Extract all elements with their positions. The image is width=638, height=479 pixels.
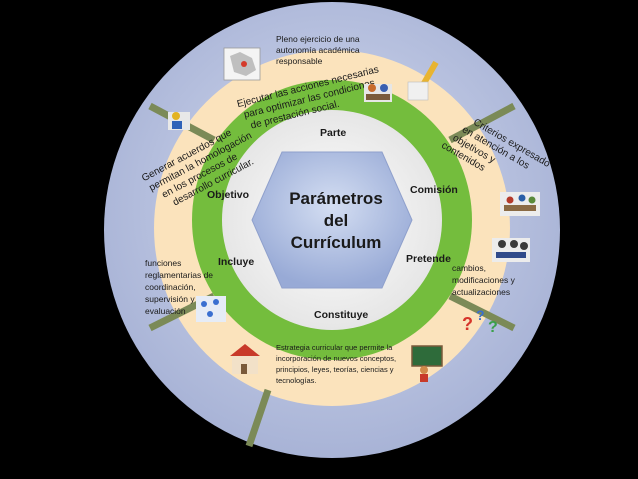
note-left-line-3: coordinación, xyxy=(145,282,196,292)
note-left-line-4: supervisión y xyxy=(145,294,195,304)
center-title-line-3: Currículum xyxy=(291,233,382,252)
center-title-line-1: Parámetros xyxy=(289,189,383,208)
ring-label-top: Parte xyxy=(320,127,346,139)
note-left-line-1: funciones xyxy=(145,258,181,268)
note-right-line-3: actualizaciones xyxy=(452,287,510,297)
center-hexagon xyxy=(251,151,413,289)
ring-label-lower-right: Pretende xyxy=(406,253,451,265)
meeting-people-icon xyxy=(364,84,392,102)
note-right-line-1: cambios, xyxy=(452,263,486,273)
note-bottom-line-4: tecnologías. xyxy=(276,376,316,385)
divider-lower-right xyxy=(448,292,516,332)
note-right-line-2: modificaciones y xyxy=(452,275,516,285)
ring-label-lower-left: Incluye xyxy=(218,256,254,268)
divider-bottom-left xyxy=(245,388,272,448)
note-left-line-5: evaluación xyxy=(145,306,186,316)
question-marks-icon: ? ? ? xyxy=(462,307,498,336)
network-people-icon xyxy=(196,296,226,322)
note-top-line-2: autonomía académica xyxy=(276,45,360,55)
note-left-line-2: reglamentarias de xyxy=(145,270,213,280)
svg-text:?: ? xyxy=(476,307,485,323)
ring-label-upper-left: Objetivo xyxy=(207,189,249,201)
group-table-icon xyxy=(492,238,530,262)
note-top-line-3: responsable xyxy=(276,56,323,66)
house-people-icon xyxy=(230,344,260,374)
note-top-line-1: Pleno ejercicio de una xyxy=(276,34,360,44)
note-bottom-line-1: Estrategia curricular que permite la xyxy=(276,343,393,352)
workers-icon xyxy=(168,112,190,130)
center-title-line-2: del xyxy=(324,211,349,230)
note-bottom-line-3: principios, leyes, teorías, ciencias y xyxy=(276,365,394,374)
teacher-board-icon xyxy=(411,345,443,382)
pencil-pen-icon xyxy=(407,60,439,101)
svg-text:?: ? xyxy=(462,314,473,334)
svg-text:?: ? xyxy=(488,319,498,336)
ring-label-bottom: Constituye xyxy=(314,309,368,321)
map-icon xyxy=(223,47,261,81)
note-bottom-line-2: incorporación de nuevos conceptos, xyxy=(276,354,396,363)
divider-upper-right xyxy=(448,102,516,144)
team-table-icon xyxy=(500,192,540,216)
ring-label-upper-right: Comisión xyxy=(410,184,458,196)
